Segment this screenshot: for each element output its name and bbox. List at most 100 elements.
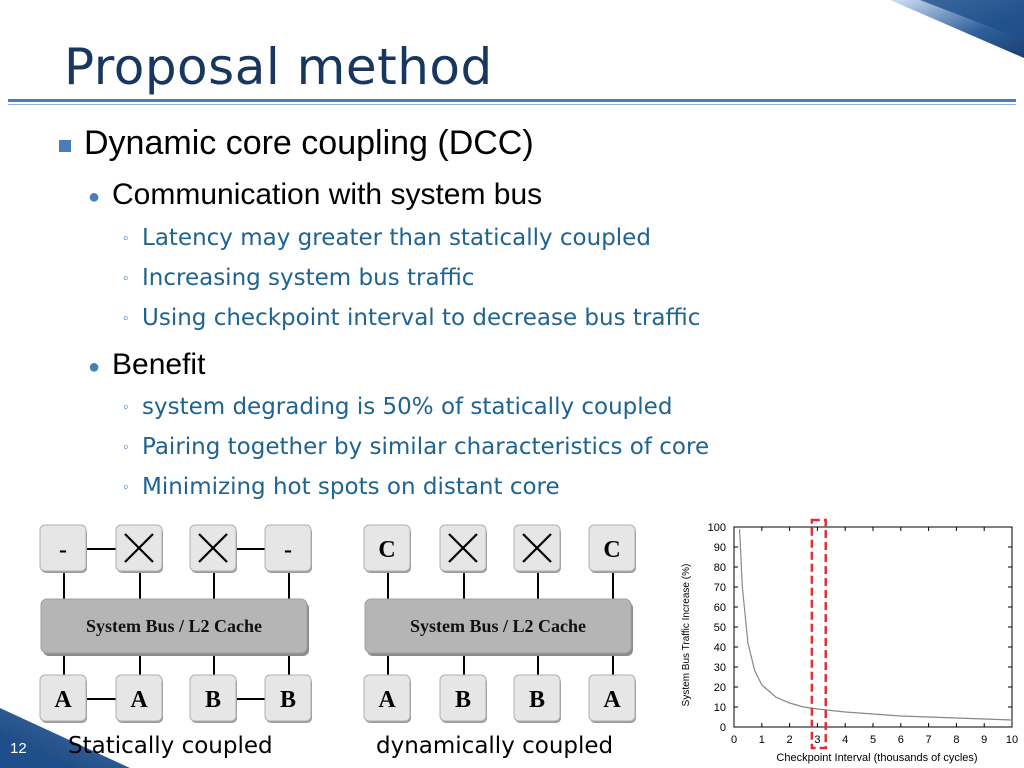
corner-decoration-bottom-left bbox=[0, 708, 130, 768]
node-label: B bbox=[529, 687, 545, 713]
y-tick-label: 30 bbox=[714, 662, 726, 674]
dynamically-coupled-diagram: System Bus / L2 Cache C C A B B A bbox=[363, 524, 636, 723]
node-box bbox=[264, 674, 312, 722]
core-node bbox=[513, 524, 561, 573]
statically-coupled-diagram: System Bus / L2 Cache - - A A B B bbox=[39, 524, 312, 723]
core-node: - bbox=[264, 524, 312, 573]
sub-bullet-traffic: Increasing system bus traffic bbox=[142, 265, 475, 291]
node-label: B bbox=[455, 687, 471, 713]
circle-bullet-icon: ◦ bbox=[123, 230, 129, 247]
caption-statically-coupled: Statically coupled bbox=[68, 733, 273, 759]
title-underline bbox=[8, 99, 1016, 102]
node-label: B bbox=[205, 687, 221, 713]
highlight-box bbox=[810, 518, 827, 750]
dot-bullet-icon: ● bbox=[88, 186, 101, 208]
caption-dynamically-coupled: dynamically coupled bbox=[376, 733, 614, 759]
y-tick-label: 80 bbox=[714, 562, 726, 574]
x-tick-label: 9 bbox=[981, 734, 987, 746]
node-box bbox=[264, 524, 312, 572]
node-label: C bbox=[603, 537, 620, 563]
node-box bbox=[39, 674, 87, 722]
system-bus-box bbox=[40, 598, 308, 654]
system-bus-label: System Bus / L2 Cache bbox=[86, 616, 262, 636]
x-tick-label: 0 bbox=[731, 734, 737, 746]
core-node: C bbox=[588, 524, 636, 573]
circle-bullet-icon: ◦ bbox=[123, 399, 129, 416]
node-label: - bbox=[59, 537, 67, 563]
cross-icon bbox=[198, 533, 228, 563]
core-node: B bbox=[264, 674, 312, 723]
dot-bullet-icon: ● bbox=[88, 356, 101, 378]
node-box bbox=[115, 674, 163, 722]
core-node: A bbox=[363, 674, 411, 723]
sub-bullet-latency: Latency may greater than statically coup… bbox=[142, 225, 651, 251]
circle-bullet-icon: ◦ bbox=[123, 479, 129, 496]
x-tick-label: 1 bbox=[759, 734, 765, 746]
title-underline-thin bbox=[8, 104, 1016, 105]
y-tick-label: 90 bbox=[714, 542, 726, 554]
system-bus-label: System Bus / L2 Cache bbox=[410, 616, 586, 636]
node-label: A bbox=[54, 687, 72, 713]
sub-bullet-checkpoint: Using checkpoint interval to decrease bu… bbox=[142, 305, 701, 331]
x-tick-label: 8 bbox=[953, 734, 959, 746]
x-tick-label: 3 bbox=[814, 734, 820, 746]
node-box bbox=[363, 674, 411, 722]
node-box bbox=[439, 674, 487, 722]
sub-bullet-hotspots: Minimizing hot spots on distant core bbox=[142, 474, 560, 500]
y-tick-label: 40 bbox=[714, 642, 726, 654]
core-node bbox=[189, 524, 237, 573]
circle-bullet-icon: ◦ bbox=[123, 270, 129, 287]
x-tick-label: 7 bbox=[926, 734, 932, 746]
y-tick-label: 20 bbox=[714, 682, 726, 694]
slide-title: Proposal method bbox=[64, 38, 493, 96]
series-line bbox=[738, 528, 1013, 721]
y-tick-label: 0 bbox=[720, 722, 726, 734]
node-box bbox=[588, 524, 636, 572]
y-tick-label: 70 bbox=[714, 582, 726, 594]
cross-icon bbox=[124, 533, 154, 563]
circle-bullet-icon: ◦ bbox=[123, 439, 129, 456]
y-tick-label: 50 bbox=[714, 622, 726, 634]
x-tick-label: 6 bbox=[898, 734, 904, 746]
x-tick-label: 2 bbox=[787, 734, 793, 746]
cross-icon bbox=[522, 533, 552, 563]
node-label: - bbox=[284, 537, 292, 563]
y-tick-label: 10 bbox=[714, 702, 726, 714]
core-node: B bbox=[513, 674, 561, 723]
node-label: A bbox=[603, 687, 621, 713]
core-node: C bbox=[363, 524, 411, 573]
node-box bbox=[363, 524, 411, 572]
node-label: B bbox=[280, 687, 296, 713]
core-node: A bbox=[588, 674, 636, 723]
x-tick-label: 4 bbox=[842, 734, 848, 746]
node-box bbox=[39, 524, 87, 572]
core-node bbox=[115, 524, 163, 573]
bullet-benefit: Benefit bbox=[112, 348, 206, 381]
cross-icon bbox=[448, 533, 478, 563]
sub-bullet-degrading: system degrading is 50% of statically co… bbox=[142, 394, 673, 420]
node-label: A bbox=[130, 687, 148, 713]
core-node: - bbox=[39, 524, 87, 573]
page-number: 12 bbox=[10, 740, 27, 757]
sub-bullet-pairing: Pairing together by similar characterist… bbox=[142, 434, 710, 460]
system-bus-box bbox=[364, 598, 632, 654]
core-node: B bbox=[439, 674, 487, 723]
node-label: C bbox=[378, 537, 395, 563]
x-tick-label: 5 bbox=[870, 734, 876, 746]
x-axis-label: Checkpoint Interval (thousands of cycles… bbox=[776, 752, 977, 764]
node-box bbox=[588, 674, 636, 722]
core-node: A bbox=[115, 674, 163, 723]
corner-decoration-top-right bbox=[890, 0, 1024, 58]
y-tick-label: 100 bbox=[708, 522, 726, 534]
bullet-dcc: Dynamic core coupling (DCC) bbox=[84, 124, 534, 162]
node-label: A bbox=[378, 687, 396, 713]
core-node bbox=[439, 524, 487, 573]
node-box bbox=[189, 674, 237, 722]
bullet-communication: Communication with system bus bbox=[112, 178, 543, 211]
y-tick-label: 60 bbox=[714, 602, 726, 614]
square-bullet-icon bbox=[59, 140, 71, 152]
node-box bbox=[513, 674, 561, 722]
circle-bullet-icon: ◦ bbox=[123, 310, 129, 327]
